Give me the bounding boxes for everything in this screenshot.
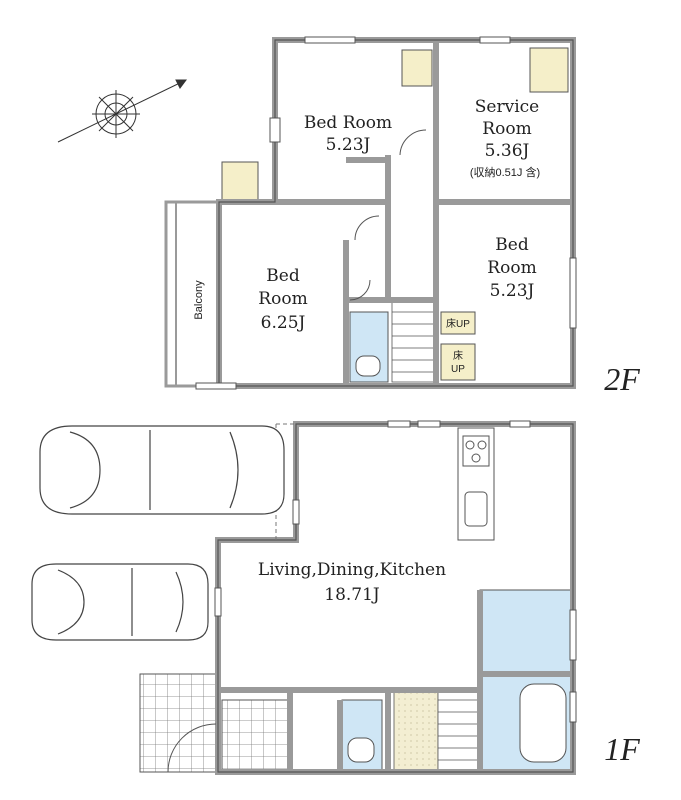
- room-name: Bed: [495, 235, 529, 255]
- closet-stair-2: [440, 343, 476, 381]
- room-size: 5.36J: [485, 141, 530, 161]
- room-name: Room: [482, 119, 531, 139]
- room-name: Room: [487, 258, 536, 278]
- closet-stair-1: [440, 311, 476, 335]
- floor-1f: [139, 420, 577, 775]
- closet-top-left: [401, 49, 433, 87]
- room-note: (収納0.51J 含): [470, 165, 540, 179]
- stairs-2f: [391, 299, 439, 383]
- floor-2f: [164, 36, 577, 390]
- closet-bed-left: [221, 161, 259, 203]
- stairs-1f: [393, 687, 481, 771]
- room-name: Bed Room: [304, 113, 392, 133]
- room-size: 6.25J: [261, 313, 306, 333]
- car-icon: [39, 425, 285, 515]
- room-size: 5.23J: [326, 135, 371, 155]
- compass-icon: [57, 79, 187, 143]
- floor-label-1f: 1F: [604, 731, 640, 767]
- room-name: Room: [258, 289, 307, 309]
- room-name: Service: [475, 97, 539, 117]
- stair-label: 床: [453, 349, 463, 362]
- closet-service: [529, 47, 569, 93]
- balcony-area: [164, 200, 220, 388]
- room-name: Bed: [266, 266, 300, 286]
- balcony-label: Balcony: [193, 280, 205, 320]
- porch-tiles: [139, 673, 219, 773]
- room-name: Living,Dining,Kitchen: [258, 560, 446, 580]
- car-icon: [31, 563, 209, 641]
- entrance-floor: [221, 699, 289, 773]
- room-size: 5.23J: [490, 281, 535, 301]
- stair-label: UP: [451, 364, 465, 375]
- room-size: 18.71J: [324, 585, 380, 605]
- washroom: [479, 589, 573, 675]
- floor-label-2f: 2F: [604, 361, 640, 397]
- stair-label: 床UP: [446, 317, 470, 330]
